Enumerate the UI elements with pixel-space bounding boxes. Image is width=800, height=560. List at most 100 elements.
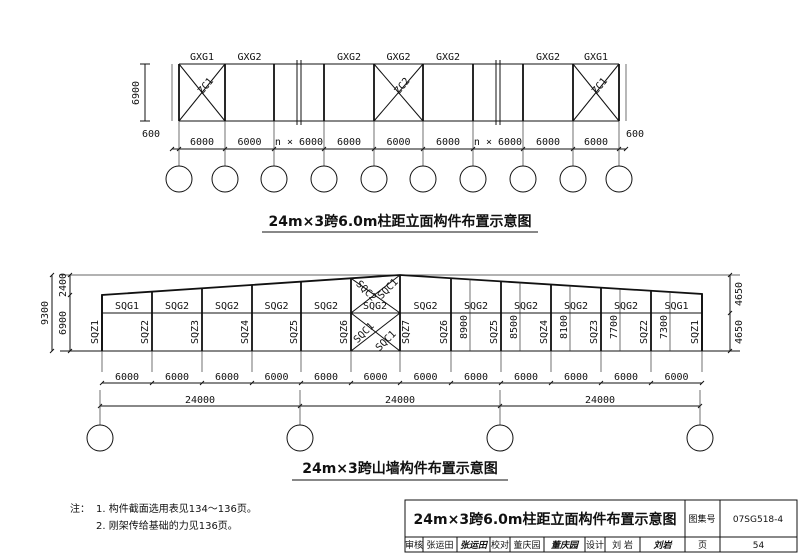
dim-tick	[49, 272, 55, 278]
axis-bubble	[459, 165, 487, 193]
column-label: SQZ3	[589, 320, 600, 344]
designer-sign: 刘岩	[653, 540, 672, 551]
dim-tick	[699, 380, 705, 386]
check-label: 校对	[491, 539, 509, 551]
axis-bubble	[310, 165, 338, 193]
dim-tick	[149, 380, 155, 386]
axis-bubble	[211, 165, 239, 193]
dim-tick	[397, 380, 403, 386]
bay-dim: 6000	[664, 372, 688, 383]
span-dim: 6000	[337, 137, 361, 148]
span-dim: 6000	[237, 137, 261, 148]
column-label: SQZ7	[401, 320, 412, 344]
bay-dim: 6000	[464, 372, 488, 383]
span-dim: 6000	[190, 137, 214, 148]
dim-tick	[727, 272, 733, 278]
brace	[350, 312, 401, 352]
span-dim: 6000	[536, 137, 560, 148]
beam-label: GXG1	[584, 52, 608, 63]
checker-sign: 董庆园	[551, 540, 580, 551]
height-label: 7700	[609, 315, 620, 339]
height-dim: 6900	[131, 81, 142, 105]
axis-bubble	[360, 165, 388, 193]
column-label: SQZ5	[289, 320, 300, 344]
title-block	[404, 499, 798, 553]
span-dim: n × 6000	[275, 137, 323, 148]
dim-tick	[67, 292, 73, 298]
height-label: 8900	[459, 315, 470, 339]
bay-dim: 6000	[514, 372, 538, 383]
page-no: 54	[753, 541, 765, 551]
note-item: 2. 刚架传给基础的力见136页。	[96, 519, 238, 532]
column-label: SQZ1	[690, 320, 701, 344]
beam-label: SQG2	[413, 301, 437, 312]
axis-bubble	[486, 424, 514, 452]
beam-label: SQG2	[514, 301, 538, 312]
column-label: SQZ3	[190, 320, 201, 344]
dim-tick	[348, 380, 354, 386]
elevation-title: 24m×3跨山墙构件布置示意图	[302, 460, 498, 477]
brace	[350, 277, 401, 314]
review-label: 审核	[405, 539, 423, 551]
beam-label: GXG2	[436, 52, 460, 63]
dim-tick	[548, 380, 554, 386]
beam-label: SQG2	[165, 301, 189, 312]
column-label: SQZ2	[639, 320, 650, 344]
beam-label: SQG2	[363, 301, 387, 312]
reviewer: 张运田	[426, 540, 453, 551]
axis-bubble	[286, 424, 314, 452]
atlas-number: 07SG518-4	[733, 515, 784, 525]
brace-label: SQC2	[353, 279, 378, 304]
bay-dim: 6000	[314, 372, 338, 383]
dim-tick	[99, 380, 105, 386]
column-label: SQZ5	[489, 320, 500, 344]
height-dim: 6900	[58, 311, 69, 335]
beam-label: GXG2	[536, 52, 560, 63]
height-dim: 9300	[40, 301, 51, 325]
brace	[350, 274, 401, 314]
beam-label: SQG2	[264, 301, 288, 312]
checker: 董庆园	[513, 539, 540, 551]
bay-dim: 6000	[264, 372, 288, 383]
span-dim: 24000	[585, 395, 615, 406]
brace-label: SQC1	[376, 277, 401, 302]
dim-tick	[249, 380, 255, 386]
designer: 刘 岩	[612, 539, 633, 551]
dim-tick	[648, 380, 654, 386]
beam-label: GXG2	[337, 52, 361, 63]
bay-dim: 6000	[363, 372, 387, 383]
beam-label: SQG2	[215, 301, 239, 312]
height-dim: 2400	[58, 273, 69, 297]
edge-dim-right: 600	[626, 129, 644, 140]
bay-dim: 6000	[413, 372, 437, 383]
column-label: SQZ2	[140, 320, 151, 344]
dim-tick	[623, 146, 629, 152]
height-label: 8500	[509, 315, 520, 339]
axis-bubble	[686, 424, 714, 452]
edge-dim-left: 600	[142, 129, 160, 140]
axis-bubble	[409, 165, 437, 193]
height-label: 7300	[659, 315, 670, 339]
height-label: 8100	[559, 315, 570, 339]
bay-dim: 6000	[115, 372, 139, 383]
height-dim: 4650	[734, 282, 745, 306]
height-dim: 4650	[734, 320, 745, 344]
axis-bubble	[165, 165, 193, 193]
beam-label: SQG2	[314, 301, 338, 312]
bay-dim: 6000	[165, 372, 189, 383]
brace-label: SQC1	[374, 329, 399, 354]
axis-bubble	[260, 165, 288, 193]
beam-label: GXG2	[237, 52, 261, 63]
dim-tick	[727, 348, 733, 354]
span-dim: 6000	[436, 137, 460, 148]
reviewer-sign: 张运田	[460, 540, 489, 551]
beam-label: SQG2	[564, 301, 588, 312]
dim-tick	[169, 146, 175, 152]
atlas-label: 图集号	[688, 513, 715, 525]
notes-prefix: 注：	[70, 502, 90, 515]
span-dim: 24000	[385, 395, 415, 406]
axis-bubble	[559, 165, 587, 193]
axis-bubble	[509, 165, 537, 193]
dim-tick	[498, 380, 504, 386]
